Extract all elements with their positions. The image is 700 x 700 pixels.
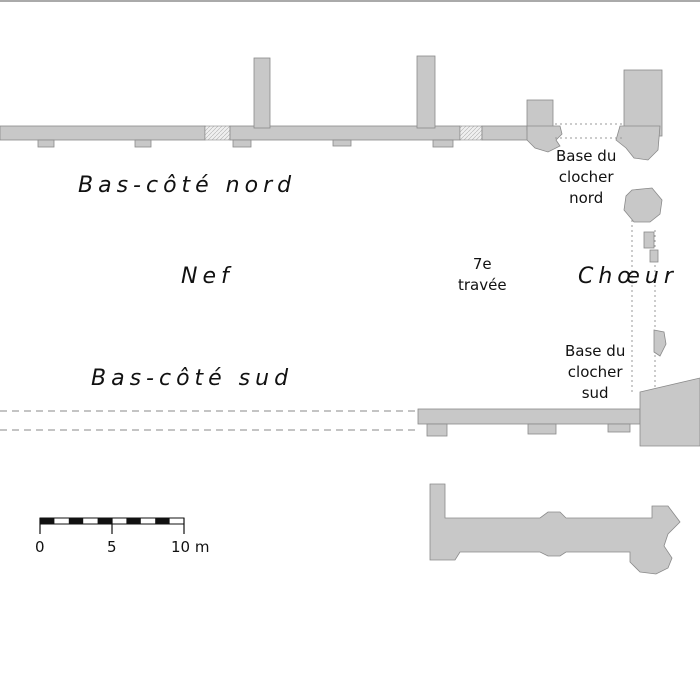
label-choeur: Chœur — [578, 264, 678, 289]
scale-tick-0: 0 — [35, 538, 45, 556]
label-septieme-travee: 7e travée — [458, 255, 507, 294]
label-base-clocher-sud: Base du clocher sud — [565, 342, 626, 402]
label-bas-cote-sud: Bas-côté sud — [91, 366, 294, 391]
choeur-walls — [643, 231, 667, 357]
label-base-clocher-nord: Base du clocher nord — [556, 147, 617, 207]
label-nef: Nef — [181, 264, 234, 289]
scale-tick-10m: 10 m — [171, 538, 210, 556]
scale-tick-5: 5 — [107, 538, 117, 556]
south-annex — [429, 483, 681, 575]
label-bas-cote-nord: Bas-côté nord — [78, 173, 297, 198]
south-wall — [0, 377, 700, 447]
scale-bar — [39, 517, 185, 534]
north-tower — [526, 69, 663, 223]
north-wall — [0, 55, 553, 148]
